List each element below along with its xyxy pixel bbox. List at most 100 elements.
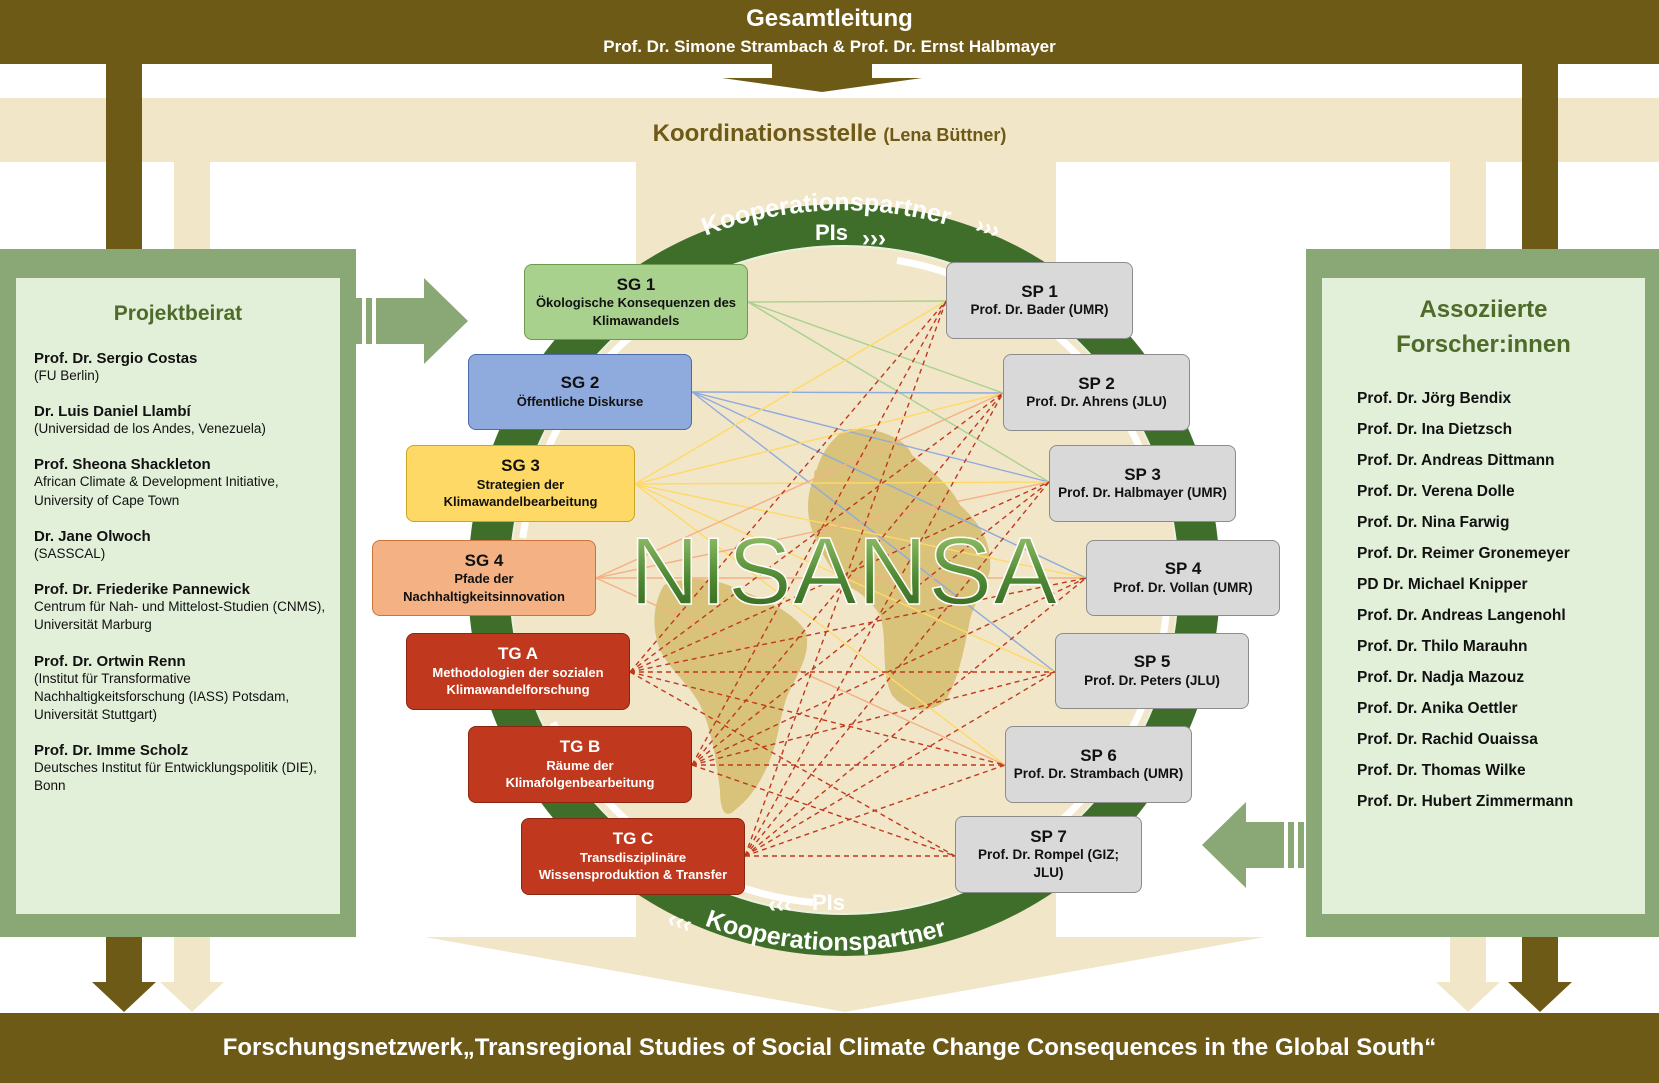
footer-bar: Forschungsnetzwerk„Transregional Studies… <box>0 1013 1659 1083</box>
group-description: Ökologische Konsequenzen des Klimawandel… <box>535 295 737 328</box>
group-code: SG 1 <box>616 274 656 294</box>
coordination-band <box>0 98 1659 162</box>
associated-member: Prof. Dr. Reimer Gronemeyer <box>1357 545 1570 562</box>
group-description: Transdisziplinäre Wissensproduktion & Tr… <box>538 849 728 883</box>
associated-member: Prof. Dr. Anika Oettler <box>1357 700 1518 717</box>
group-description: Pfade der Nachhaltigkeitsinnovation <box>403 571 565 604</box>
subproject-lead: Prof. Dr. Ahrens (JLU) <box>1026 394 1167 410</box>
advisory-member-affiliation: (Universidad de los Andes, Venezuela) <box>34 421 266 437</box>
right-beige-arrowhead <box>1436 982 1500 1012</box>
associated-member: Prof. Dr. Andreas Dittmann <box>1357 452 1555 469</box>
header-bar: Gesamtleitung Prof. Dr. Simone Strambach… <box>0 0 1659 64</box>
group-code: SG 4 <box>464 550 504 570</box>
funnel-arrow <box>425 937 1265 1012</box>
ring-bottom-chevrons-icon: ‹‹‹ <box>768 891 792 918</box>
ring-top-pis: PIs <box>815 220 848 245</box>
top-down-arrow <box>722 62 922 92</box>
group-code: SG 2 <box>560 373 600 393</box>
associated-title-line1: Assoziierte <box>1419 296 1548 323</box>
associated-member: Prof. Dr. Ina Dietzsch <box>1357 421 1513 438</box>
group-code: TG A <box>498 644 538 664</box>
advisory-member-affiliation: (Institut für Transformative Nachhaltigk… <box>34 670 290 722</box>
advisory-member: Prof. Dr. Sergio Costas(FU Berlin) <box>34 350 334 385</box>
advisory-board-panel: Projektbeirat Prof. Dr. Sergio Costas(FU… <box>16 278 340 914</box>
advisory-member-affiliation: Deutsches Institut für Entwicklungspolit… <box>34 760 317 794</box>
associated-member: Prof. Dr. Jörg Bendix <box>1357 390 1512 407</box>
group-code: SG 3 <box>501 456 540 476</box>
associated-member: Prof. Dr. Thilo Marauhn <box>1357 638 1528 655</box>
header-leaders: Prof. Dr. Simone Strambach & Prof. Dr. E… <box>603 37 1056 56</box>
sg4-links <box>595 392 1086 766</box>
subproject-lead: Prof. Dr. Peters (JLU) <box>1084 672 1220 688</box>
right-brown-arrowhead <box>1508 982 1572 1012</box>
subproject-code: SP 3 <box>1124 464 1161 484</box>
group-code: TG C <box>612 829 654 849</box>
advisory-member-name: Prof. Dr. Sergio Costas <box>34 350 198 367</box>
ring-top-chevrons-icon: ››› <box>862 225 886 252</box>
subproject-code: SP 5 <box>1133 652 1171 672</box>
advisory-member: Prof. Dr. Ortwin Renn(Institut für Trans… <box>34 653 334 725</box>
advisory-member: Dr. Jane Olwoch(SASSCAL) <box>34 528 334 563</box>
advisory-board-list: Prof. Dr. Sergio Costas(FU Berlin) Dr. Lu… <box>16 326 334 796</box>
subproject-lead: Prof. Dr. Vollan (UMR) <box>1113 579 1253 595</box>
ring-bottom-pis: PIs <box>812 890 845 915</box>
group-description: Öffentliche Diskurse <box>516 394 644 409</box>
left-pointing-arrow <box>1202 802 1304 888</box>
advisory-member-affiliation: (SASSCAL) <box>34 545 106 561</box>
associated-member: Prof. Dr. Rachid Ouaissa <box>1357 731 1538 748</box>
right-pointing-arrow <box>356 278 468 364</box>
subproject-lead: Prof. Dr. Bader (UMR) <box>970 302 1109 318</box>
left-brown-arrowhead <box>92 982 156 1012</box>
advisory-member-name: Dr. Jane Olwoch <box>34 527 151 545</box>
associated-member: Prof. Dr. Nadja Mazouz <box>1357 669 1525 686</box>
coordination-title: Koordinationsstelle <box>652 120 877 147</box>
associated-panel: Assoziierte Forscher:innen Prof. Dr. Jör… <box>1322 278 1645 914</box>
subproject-lead: Prof. Dr. Strambach (UMR) <box>1013 766 1184 782</box>
advisory-member: Dr. Luis Daniel Llambí(Universidad de lo… <box>34 403 334 438</box>
associated-member: Prof. Dr. Andreas Langenohl <box>1357 607 1566 624</box>
coordination-person: (Lena Büttner) <box>883 125 1007 145</box>
advisory-member-name: Prof. Dr. Ortwin Renn <box>34 652 186 670</box>
advisory-board-title: Projektbeirat <box>113 302 243 325</box>
header-title: Gesamtleitung <box>746 5 913 32</box>
associated-member: PD Dr. Michael Knipper <box>1357 576 1528 593</box>
advisory-member-affiliation: (FU Berlin) <box>34 368 100 383</box>
coordination-label: Koordinationsstelle (Lena Büttner) <box>0 120 1659 148</box>
subproject-code: SP 7 <box>1030 826 1067 846</box>
advisory-member-name: Prof. Dr. Friederike Pannewick <box>34 581 250 599</box>
associated-member: Prof. Dr. Verena Dolle <box>1357 483 1515 500</box>
tg-links <box>629 300 1087 857</box>
subproject-code: SP 4 <box>1164 559 1202 579</box>
subproject-lead: Prof. Dr. Rompel (GIZ; JLU) <box>977 847 1119 881</box>
associated-member: Prof. Dr. Thomas Wilke <box>1357 762 1526 779</box>
associated-member: Prof. Dr. Nina Farwig <box>1357 514 1510 531</box>
group-description: Methodologien der sozialen Klimawandelfo… <box>432 664 604 698</box>
connection-lines <box>595 300 1087 857</box>
left-beige-arrowhead <box>160 982 224 1012</box>
advisory-member-name: Prof. Sheona Shackleton <box>34 456 211 474</box>
advisory-member-name: Dr. Luis Daniel Llambí <box>34 403 191 421</box>
advisory-member-name: Prof. Dr. Imme Scholz <box>34 742 189 760</box>
advisory-member-affiliation: Centrum für Nah- und Mittelost-Studien (… <box>34 599 326 633</box>
associated-title: Assoziierte Forscher:innen <box>1322 292 1645 362</box>
group-code: TG B <box>559 737 601 757</box>
subproject-code: SP 6 <box>1080 745 1117 765</box>
group-description: Strategien der Klimawandelbearbeitung <box>443 476 598 510</box>
advisory-member-affiliation: African Climate & Development Initiative… <box>34 474 279 508</box>
